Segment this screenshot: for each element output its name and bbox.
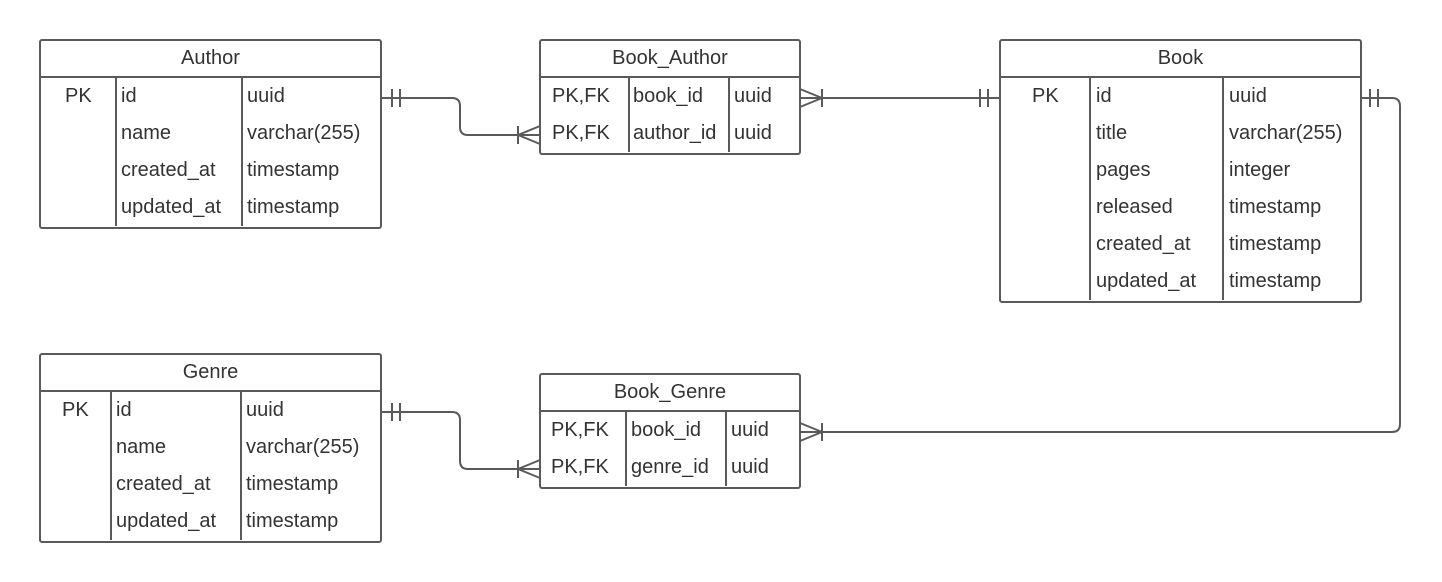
column-divider — [240, 392, 242, 540]
column-type: uuid — [734, 85, 772, 107]
table-row: updated_at timestamp — [1001, 263, 1360, 300]
table-row: released timestamp — [1001, 189, 1360, 226]
key-cell: PK — [62, 399, 89, 421]
column-name: genre_id — [631, 456, 709, 478]
table-row: PK id uuid — [1001, 78, 1360, 115]
entity-genre[interactable]: Genre PK id uuid name varchar(255) creat… — [39, 353, 382, 543]
entity-book-genre[interactable]: Book_Genre PK,FK book_id uuid PK,FK genr… — [539, 373, 801, 489]
table-row: created_at timestamp — [1001, 226, 1360, 263]
table-row: PK,FK author_id uuid — [541, 115, 799, 152]
entity-book[interactable]: Book PK id uuid title varchar(255) pages… — [999, 39, 1362, 303]
table-row: pages integer — [1001, 152, 1360, 189]
column-type: timestamp — [1229, 233, 1322, 255]
table-row: PK id uuid — [41, 392, 380, 429]
table-row: updated_at timestamp — [41, 503, 380, 540]
entity-title: Author — [41, 41, 380, 78]
column-name: pages — [1096, 159, 1151, 181]
connector-book-book-author — [799, 88, 1000, 108]
entity-title: Book_Genre — [541, 375, 799, 412]
column-name: name — [116, 436, 167, 458]
table-row: updated_at timestamp — [41, 189, 380, 226]
column-name: id — [121, 85, 137, 107]
column-type: varchar(255) — [1229, 122, 1343, 144]
column-type: timestamp — [1229, 196, 1322, 218]
table-row: title varchar(255) — [1001, 115, 1360, 152]
table-row: created_at timestamp — [41, 152, 380, 189]
key-cell: PK — [65, 85, 92, 107]
connector-author-book-author — [382, 89, 541, 145]
column-type: timestamp — [247, 196, 340, 218]
column-name: updated_at — [121, 196, 222, 218]
column-name: title — [1096, 122, 1128, 144]
column-type: timestamp — [246, 510, 339, 532]
column-name: book_id — [633, 85, 704, 107]
entity-title: Genre — [41, 355, 380, 392]
column-name: author_id — [633, 122, 717, 144]
column-type: integer — [1229, 159, 1291, 181]
column-type: uuid — [734, 122, 772, 144]
column-name: released — [1096, 196, 1173, 218]
column-type: uuid — [731, 419, 769, 441]
entity-book-author[interactable]: Book_Author PK,FK book_id uuid PK,FK aut… — [539, 39, 801, 155]
column-name: created_at — [121, 159, 216, 181]
connector-book-book-genre — [799, 89, 1401, 442]
key-cell: PK,FK — [552, 85, 610, 107]
column-divider — [625, 412, 627, 486]
column-divider — [115, 78, 117, 226]
column-name: id — [116, 399, 132, 421]
column-name: book_id — [631, 419, 702, 441]
key-cell: PK,FK — [552, 122, 610, 144]
key-cell: PK — [1032, 85, 1059, 107]
column-type: timestamp — [1229, 270, 1322, 292]
column-name: created_at — [116, 473, 211, 495]
column-type: varchar(255) — [246, 436, 360, 458]
table-row: PK,FK genre_id uuid — [541, 449, 799, 486]
column-divider — [1222, 78, 1224, 300]
key-cell: PK,FK — [551, 456, 609, 478]
column-name: updated_at — [116, 510, 217, 532]
connector-genre-book-genre — [382, 403, 541, 479]
entity-author[interactable]: Author PK id uuid name varchar(255) crea… — [39, 39, 382, 229]
column-type: timestamp — [246, 473, 339, 495]
entity-title: Book — [1001, 41, 1360, 78]
table-row: name varchar(255) — [41, 429, 380, 466]
column-type: varchar(255) — [247, 122, 361, 144]
column-divider — [241, 78, 243, 226]
column-divider — [728, 78, 730, 152]
column-type: uuid — [731, 456, 769, 478]
column-name: name — [121, 122, 172, 144]
table-row: created_at timestamp — [41, 466, 380, 503]
table-row: PK id uuid — [41, 78, 380, 115]
table-row: PK,FK book_id uuid — [541, 412, 799, 449]
column-name: id — [1096, 85, 1112, 107]
entity-title: Book_Author — [541, 41, 799, 78]
column-divider — [1089, 78, 1091, 300]
column-divider — [110, 392, 112, 540]
table-row: PK,FK book_id uuid — [541, 78, 799, 115]
column-type: uuid — [246, 399, 284, 421]
table-row: name varchar(255) — [41, 115, 380, 152]
column-name: updated_at — [1096, 270, 1197, 292]
column-name: created_at — [1096, 233, 1191, 255]
column-divider — [628, 78, 630, 152]
column-divider — [725, 412, 727, 486]
column-type: uuid — [1229, 85, 1267, 107]
key-cell: PK,FK — [551, 419, 609, 441]
column-type: timestamp — [247, 159, 340, 181]
column-type: uuid — [247, 85, 285, 107]
